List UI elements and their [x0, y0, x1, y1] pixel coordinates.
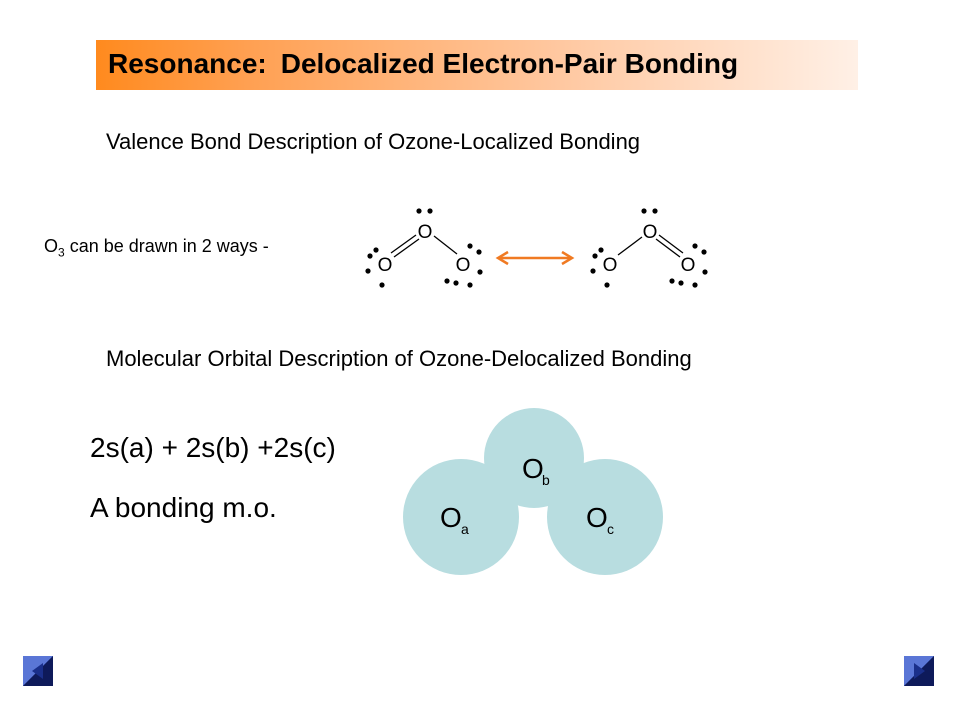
right-oxygen: O — [681, 255, 696, 276]
single-bond-line — [617, 236, 643, 256]
ozone-lewis-structure-2: O O O — [590, 208, 708, 288]
double-bond-line-2 — [658, 234, 684, 254]
central-oxygen: O — [643, 222, 658, 243]
orbital-b-subscript: b — [542, 472, 550, 488]
slide-title: Resonance:Delocalized Electron-Pair Bond… — [108, 48, 739, 79]
nav-previous-icon[interactable] — [23, 656, 53, 686]
orbital-overlap-diagram: O b O a O c — [403, 408, 663, 575]
orbital-b-label: O — [522, 453, 544, 484]
left-oxygen: O — [378, 255, 393, 276]
resonance-label: O3 can be drawn in 2 ways - — [44, 236, 269, 260]
orbital-a-label: O — [440, 502, 462, 533]
orbital-a — [403, 459, 519, 575]
orbital-a-subscript: a — [461, 521, 469, 537]
orbital-c-label: O — [586, 502, 608, 533]
title-banner: Resonance:Delocalized Electron-Pair Bond… — [96, 40, 858, 90]
molecular-orbital-heading: Molecular Orbital Description of Ozone-D… — [106, 346, 692, 371]
ozone-lewis-structure-1: O O O — [365, 208, 483, 288]
orbital-b — [484, 408, 584, 508]
bonding-mo-label: A bonding m.o. — [90, 492, 277, 523]
double-bond-line-2 — [393, 238, 420, 258]
double-bond-line-1 — [390, 234, 417, 254]
orbital-c — [547, 459, 663, 575]
central-oxygen: O — [418, 222, 433, 243]
nav-next-icon[interactable] — [904, 656, 934, 686]
right-oxygen: O — [456, 255, 471, 276]
left-oxygen: O — [603, 255, 618, 276]
resonance-arrow — [495, 250, 575, 266]
orbital-c-subscript: c — [607, 521, 614, 537]
valence-bond-heading: Valence Bond Description of Ozone-Locali… — [106, 129, 641, 154]
single-bond-line — [433, 235, 458, 255]
double-bond-line-1 — [655, 238, 681, 258]
orbital-sum-expression: 2s(a) + 2s(b) +2s(c) — [90, 432, 336, 463]
